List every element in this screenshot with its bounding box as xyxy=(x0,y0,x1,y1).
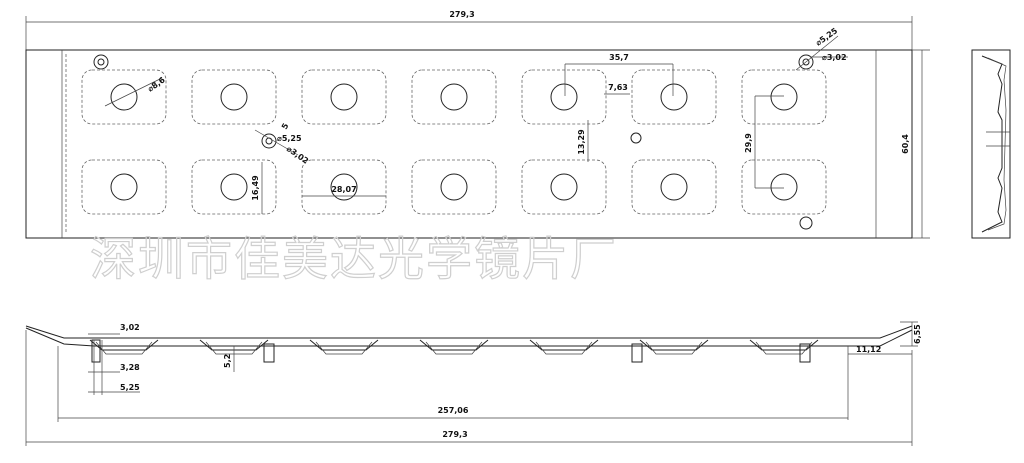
top-view: 279,3 60,4 35,7 7,63 13,29 xyxy=(25,10,930,239)
dim-pitch: 35,7 xyxy=(609,53,629,62)
lens-cell xyxy=(741,69,827,125)
dim-cell-height: 16,49 xyxy=(251,175,260,201)
dim-cell-width: 28,07 xyxy=(331,185,356,194)
watermark-text: 深圳市佳美达光学镜片厂 xyxy=(90,232,618,286)
section-lens-inner xyxy=(95,341,153,355)
dim-side-525: 5,25 xyxy=(120,383,140,392)
dim-side-655: 6,55 xyxy=(913,324,922,344)
section-lens xyxy=(529,339,599,351)
mount-hole-center xyxy=(630,132,642,144)
lens-hole xyxy=(550,83,578,111)
dim-side-302: 3,02 xyxy=(120,323,140,332)
lens-cell xyxy=(631,69,717,125)
lens-cell xyxy=(301,69,387,125)
section-lens xyxy=(309,339,379,351)
section-lens-inner xyxy=(535,341,593,355)
lens-hole xyxy=(440,173,468,201)
lens-cell xyxy=(521,69,607,125)
dim-top-width: 279,3 xyxy=(449,10,474,19)
dim-mount-525-a: ⌀5,25 xyxy=(277,134,302,143)
dim-gap: 7,63 xyxy=(608,83,628,92)
dim-lens-dia: ⌀8,6 xyxy=(146,75,167,94)
dim-mount-5: 5 xyxy=(280,121,291,131)
lens-cell xyxy=(631,159,717,215)
dim-side-328: 3,28 xyxy=(120,363,140,372)
lens-hole xyxy=(550,173,578,201)
lens-hole xyxy=(110,173,138,201)
dim-height: 60,4 xyxy=(901,134,910,154)
section-lens xyxy=(639,339,709,351)
end-view xyxy=(971,49,1011,239)
lens-cell xyxy=(521,159,607,215)
lens-cell xyxy=(741,159,827,215)
section-lens xyxy=(419,339,489,351)
dim-mount-302-b: ⌀3,02 xyxy=(822,53,847,62)
dim-row-pitch: 29,9 xyxy=(744,133,753,153)
dim-mount-525-b: ⌀5,25 xyxy=(814,26,840,48)
dim-bottom-width: 279,3 xyxy=(442,430,467,439)
dim-side-52: 5,2 xyxy=(223,354,232,368)
lens-hole xyxy=(660,173,688,201)
lens-cell xyxy=(81,159,167,215)
section-view: 3,02 3,28 5,25 5,2 6,55 11,12 257,06 279… xyxy=(25,321,922,446)
dim-inner-width: 257,06 xyxy=(438,406,469,415)
section-lens xyxy=(749,339,819,351)
mount-hole-br xyxy=(799,216,813,230)
section-lens-inner xyxy=(315,341,373,355)
section-lens xyxy=(89,339,159,351)
lens-cell xyxy=(411,69,497,125)
dim-mount-302-a: ⌀3,02 xyxy=(285,144,310,165)
lens-hole xyxy=(770,173,798,201)
section-lens-inner xyxy=(645,341,703,355)
lens-cell xyxy=(301,159,387,215)
lens-cells xyxy=(81,69,827,215)
lens-cell xyxy=(191,69,277,125)
lens-hole xyxy=(660,83,688,111)
lens-hole xyxy=(220,83,248,111)
lens-hole xyxy=(220,173,248,201)
section-lens-inner xyxy=(755,341,813,355)
lens-hole xyxy=(330,173,358,201)
lens-hole xyxy=(770,83,798,111)
dim-side-1112: 11,12 xyxy=(856,345,881,354)
lens-hole xyxy=(440,83,468,111)
dim-row-gap: 13,29 xyxy=(577,129,586,155)
lens-cell xyxy=(191,159,277,215)
lens-cell xyxy=(411,159,497,215)
section-lens-inner xyxy=(425,341,483,355)
lens-hole xyxy=(330,83,358,111)
section-lenses xyxy=(89,339,819,355)
lens-cell xyxy=(81,69,167,125)
